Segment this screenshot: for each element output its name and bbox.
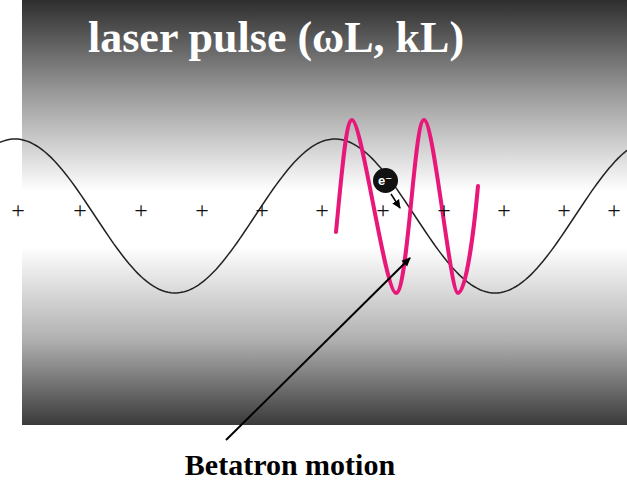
ion-charge: +	[134, 197, 148, 223]
betatron-trajectory	[336, 120, 478, 293]
ion-charge: +	[607, 197, 621, 223]
title-label: laser pulse (ωL, kL)	[88, 14, 464, 62]
electron-label: e⁻	[378, 174, 392, 187]
ion-charge: +	[11, 197, 25, 223]
ion-charge: +	[497, 197, 511, 223]
electron-direction-arrow	[391, 194, 400, 208]
ion-charge: +	[255, 197, 269, 223]
ion-charge: +	[557, 197, 571, 223]
ion-charge: +	[73, 197, 87, 223]
wake-wave	[0, 139, 627, 293]
ion-charge: +	[376, 197, 390, 223]
electron: e⁻	[373, 168, 398, 193]
plasma-background	[22, 0, 627, 425]
ion-charge: +	[195, 197, 209, 223]
ion-charge: +	[315, 197, 329, 223]
caption-label: Betatron motion	[185, 448, 395, 481]
leader-line	[226, 258, 410, 440]
ion-charge: +	[437, 197, 451, 223]
